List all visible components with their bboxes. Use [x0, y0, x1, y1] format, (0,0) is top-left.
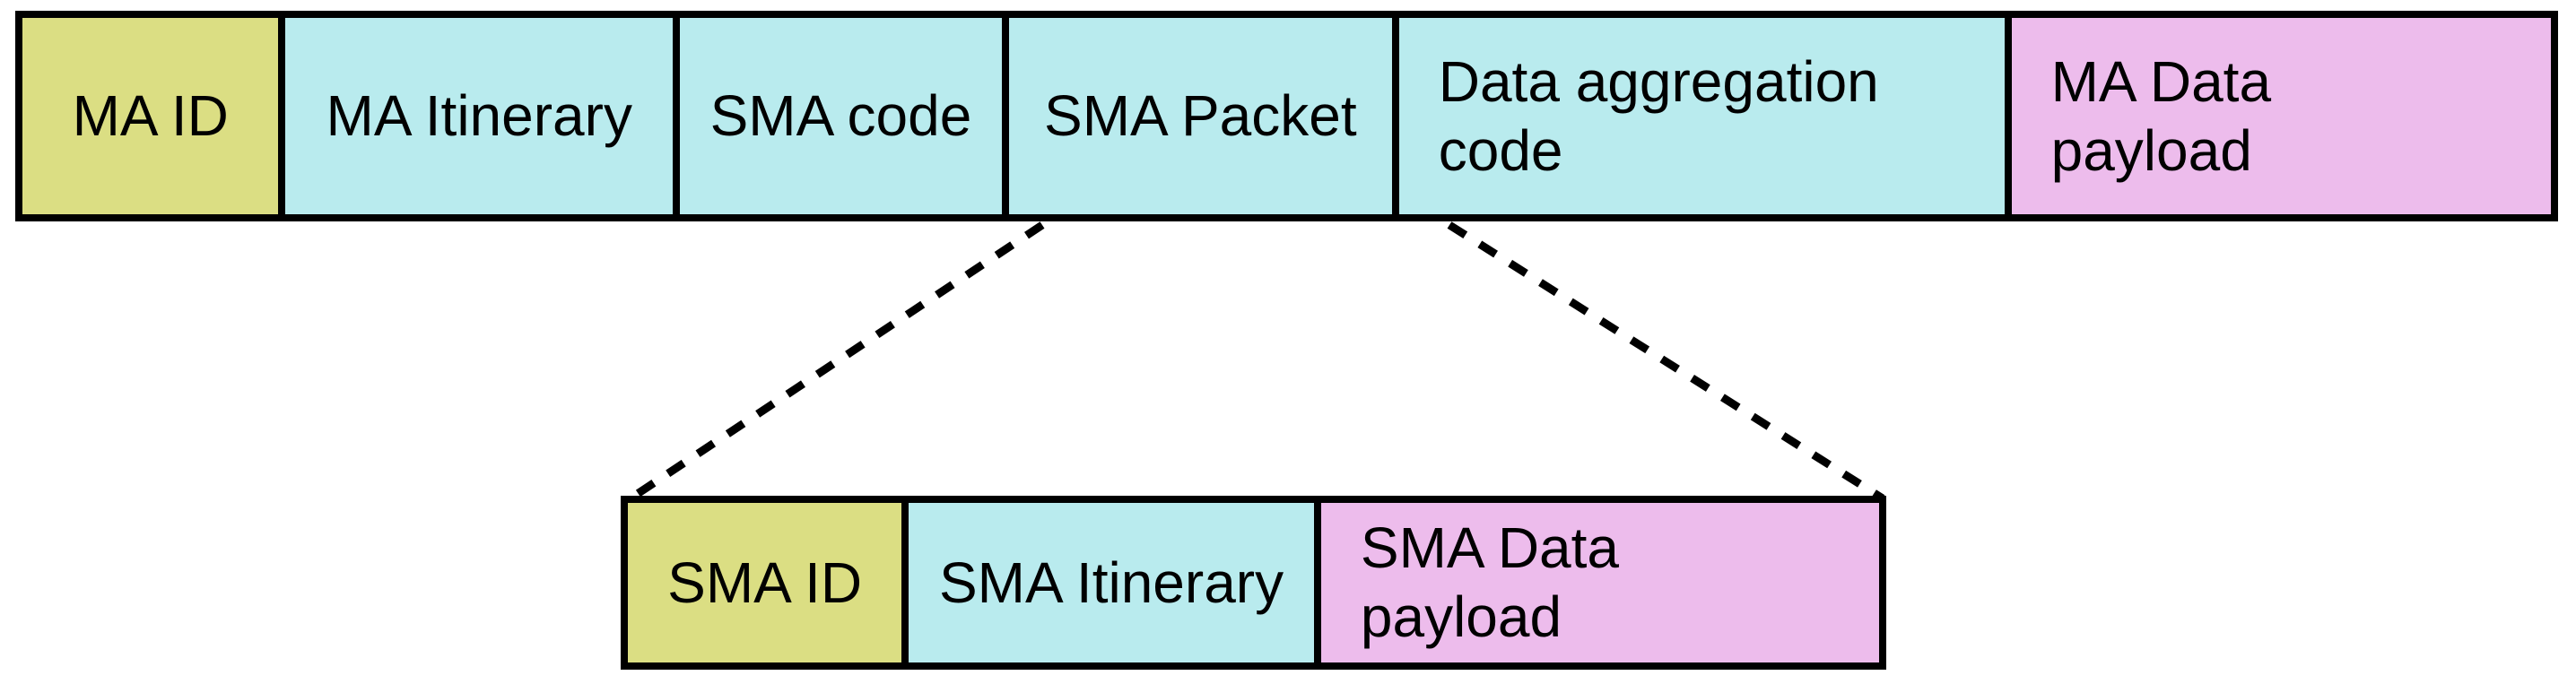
field-sma-data-payload: SMA Data payload — [1313, 503, 1879, 662]
field-sma-data-payload-label: SMA Data payload — [1360, 515, 1619, 649]
field-data-aggregation-code: Data aggregation code — [1391, 18, 2005, 214]
field-sma-id: SMA ID — [628, 503, 902, 662]
ma-packet-row: MA ID MA Itinerary SMA code SMA Packet D… — [15, 11, 2558, 221]
field-ma-itinerary-label: MA Itinerary — [326, 83, 632, 149]
field-ma-itinerary: MA Itinerary — [278, 18, 673, 214]
field-ma-data-payload-label: MA Data payload — [2050, 48, 2272, 183]
field-data-aggregation-code-label: Data aggregation code — [1438, 48, 1879, 183]
field-ma-data-payload: MA Data payload — [2004, 18, 2551, 214]
field-sma-packet: SMA Packet — [1001, 18, 1392, 214]
field-sma-packet-label: SMA Packet — [1044, 83, 1357, 149]
field-sma-itinerary: SMA Itinerary — [901, 503, 1314, 662]
sma-packet-row: SMA ID SMA Itinerary SMA Data payload — [621, 496, 1886, 670]
field-sma-code: SMA code — [672, 18, 1002, 214]
expansion-line-left — [628, 221, 1045, 502]
field-sma-itinerary-label: SMA Itinerary — [938, 550, 1284, 615]
field-ma-id-label: MA ID — [72, 83, 229, 149]
field-sma-id-label: SMA ID — [667, 550, 863, 615]
field-ma-id: MA ID — [22, 18, 279, 214]
field-sma-code-label: SMA code — [709, 83, 972, 149]
expansion-line-right — [1447, 221, 1885, 502]
